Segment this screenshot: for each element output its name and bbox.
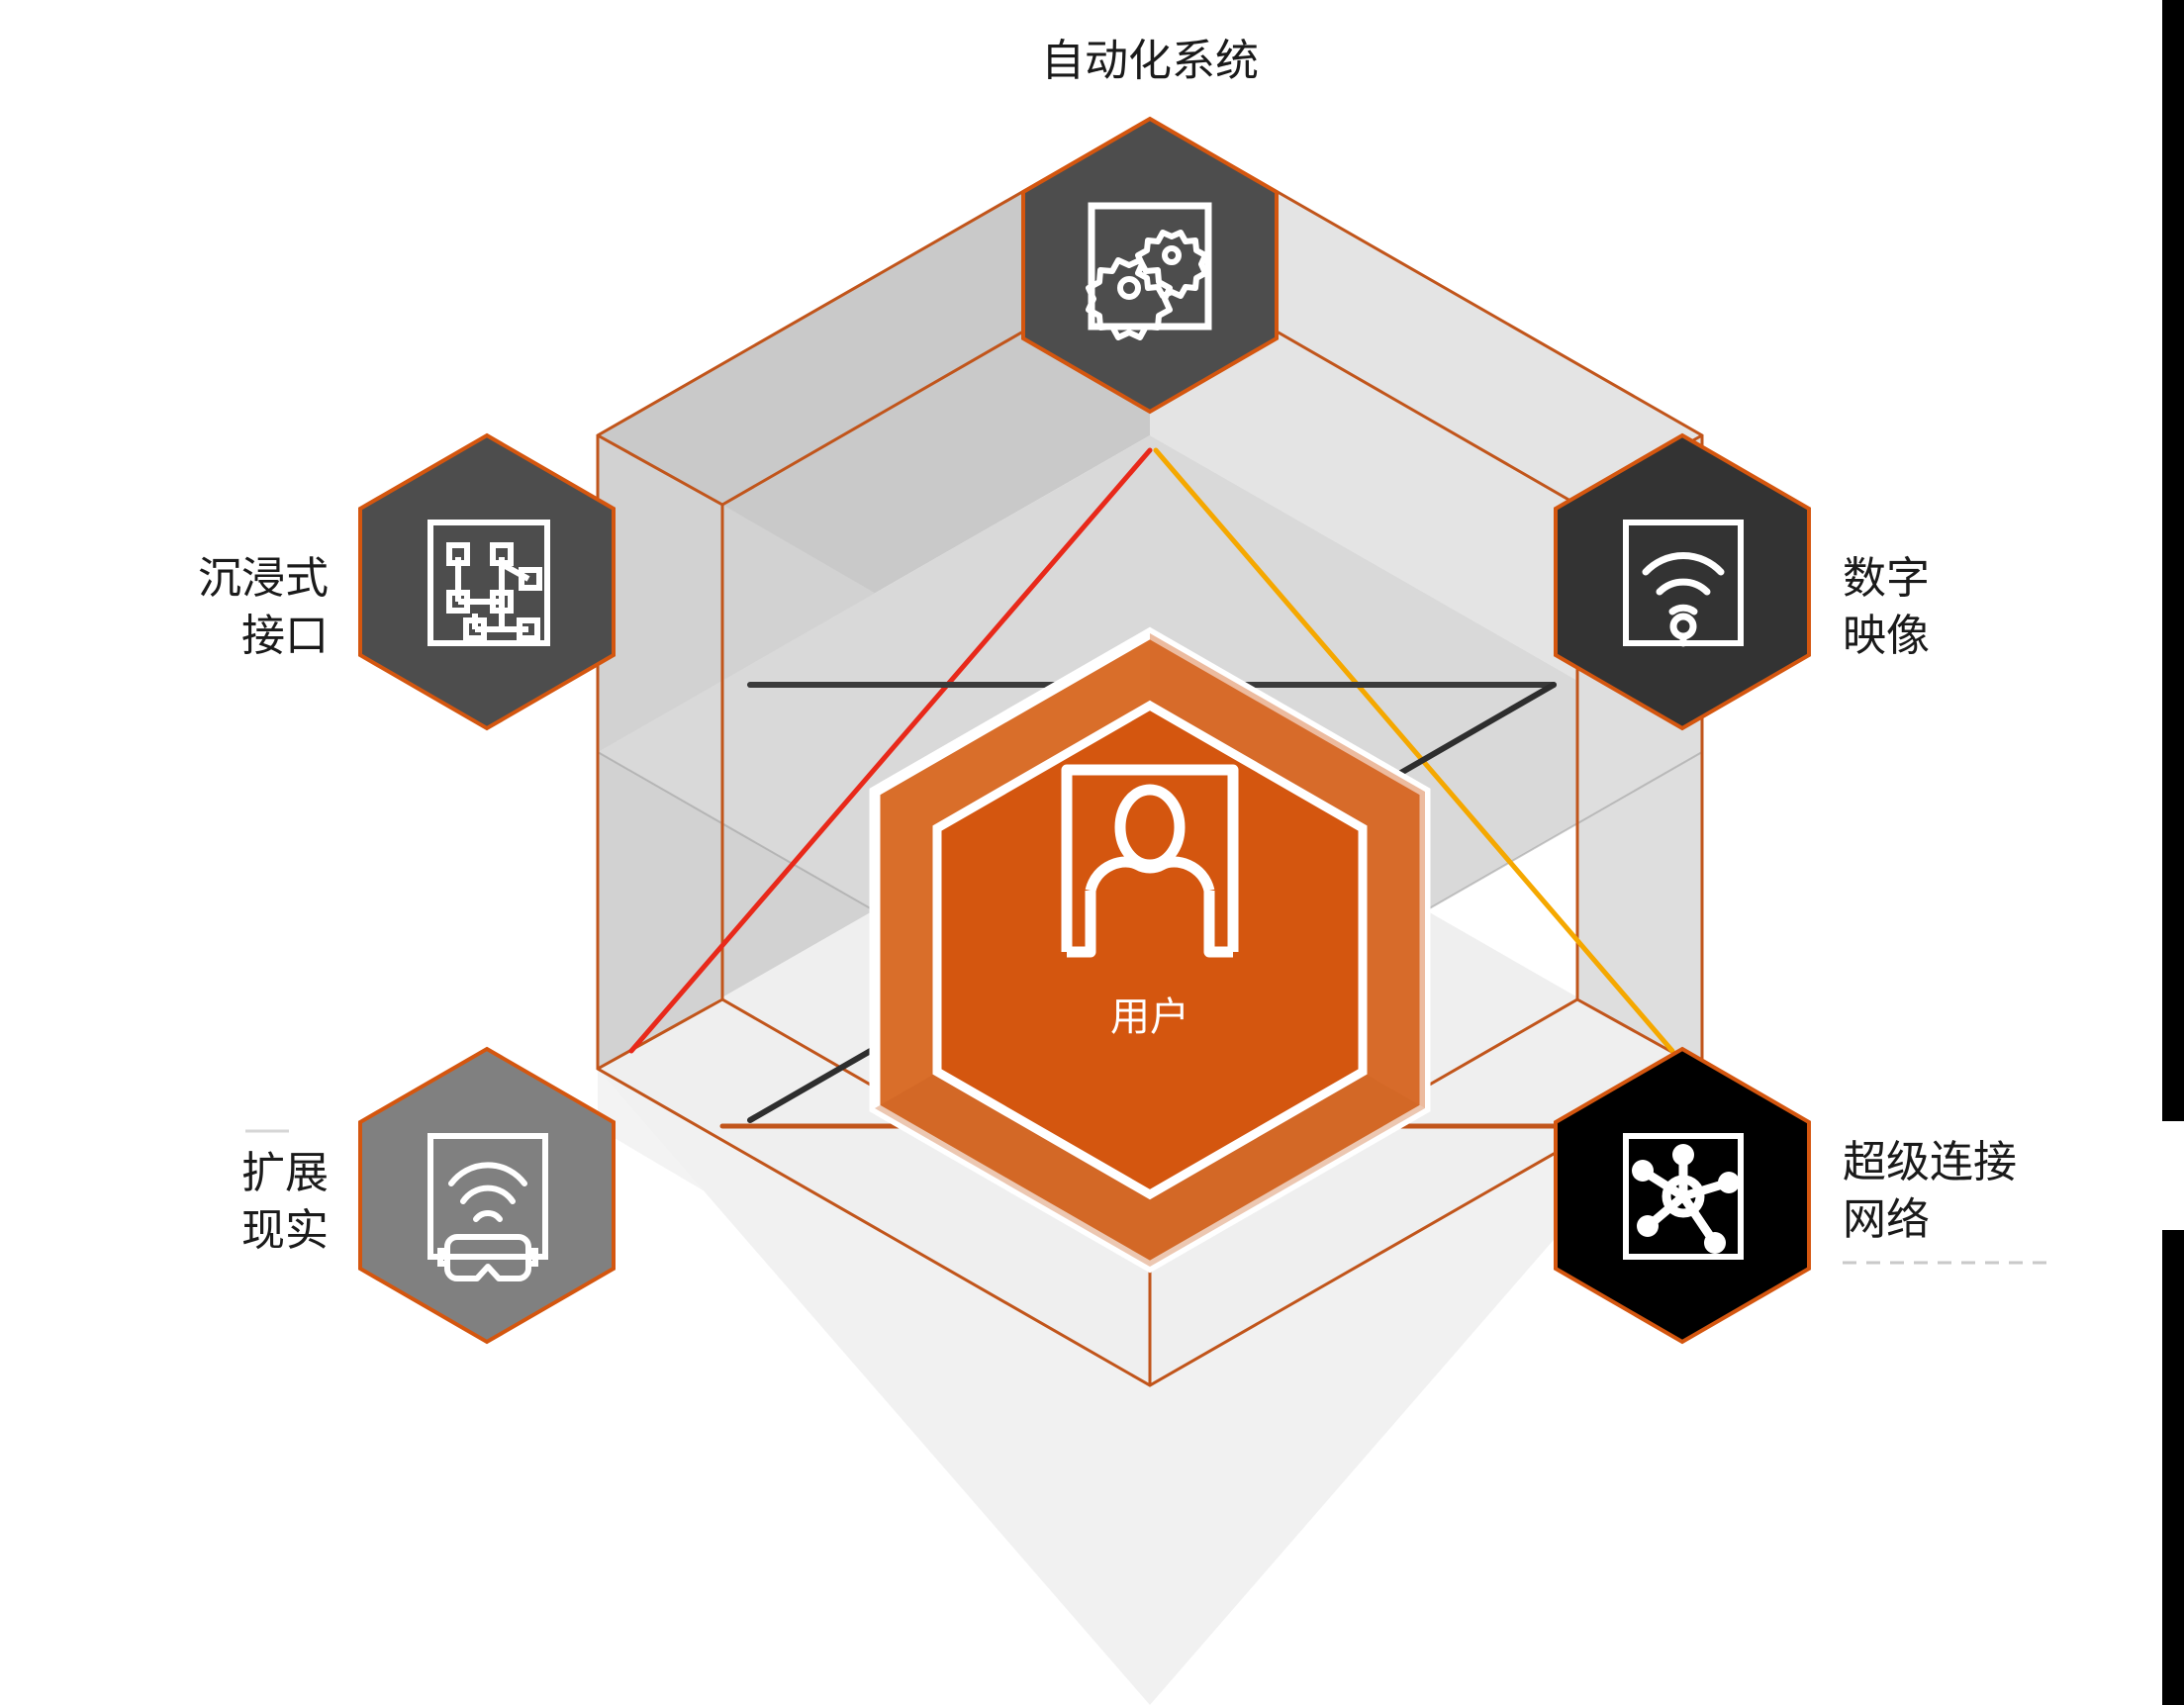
connector-mirror-to-center (1382, 682, 1557, 785)
center-hex-label: 用户 (1110, 995, 1189, 1040)
user-portrait-icon (1061, 764, 1239, 958)
wireless-signal-icon (1623, 520, 1744, 647)
right-edge-artifact-bar-top (2162, 0, 2184, 1121)
hub-spoke-icon (1623, 1133, 1744, 1260)
label-extended-reality: 扩展 现实 (241, 1148, 329, 1257)
node-xr-hex[interactable] (358, 1046, 616, 1345)
center-node-user[interactable]: 用户 (869, 626, 1431, 1274)
vr-goggles-icon (427, 1133, 548, 1281)
right-edge-artifact-bar-bottom (2162, 1230, 2184, 1705)
label-immersive-interface: 沉浸式 接口 (198, 553, 329, 662)
label-digital-mirror: 数字 映像 (1843, 553, 1930, 662)
node-automation-hex[interactable] (1021, 116, 1279, 415)
gears-icon (1086, 202, 1212, 340)
node-hyperconnected-network[interactable] (1554, 1046, 1811, 1345)
node-automation-systems[interactable] (1021, 116, 1279, 415)
node-extended-reality[interactable] (358, 1046, 616, 1345)
center-hex-inner (932, 700, 1368, 1200)
connector-automation-to-xr (628, 447, 1153, 1054)
label-automation-systems: 自动化系统 (1041, 36, 1259, 86)
node-immersive-interface[interactable] (358, 432, 616, 731)
connector-automation-to-hypernet (1153, 447, 1675, 1054)
network-nodes-icon (427, 520, 550, 646)
node-immersive-hex[interactable] (358, 432, 616, 731)
node-digital-mirror[interactable] (1554, 432, 1811, 731)
label-hyperconnected-network: 超级连接 网络 (1843, 1137, 2017, 1246)
